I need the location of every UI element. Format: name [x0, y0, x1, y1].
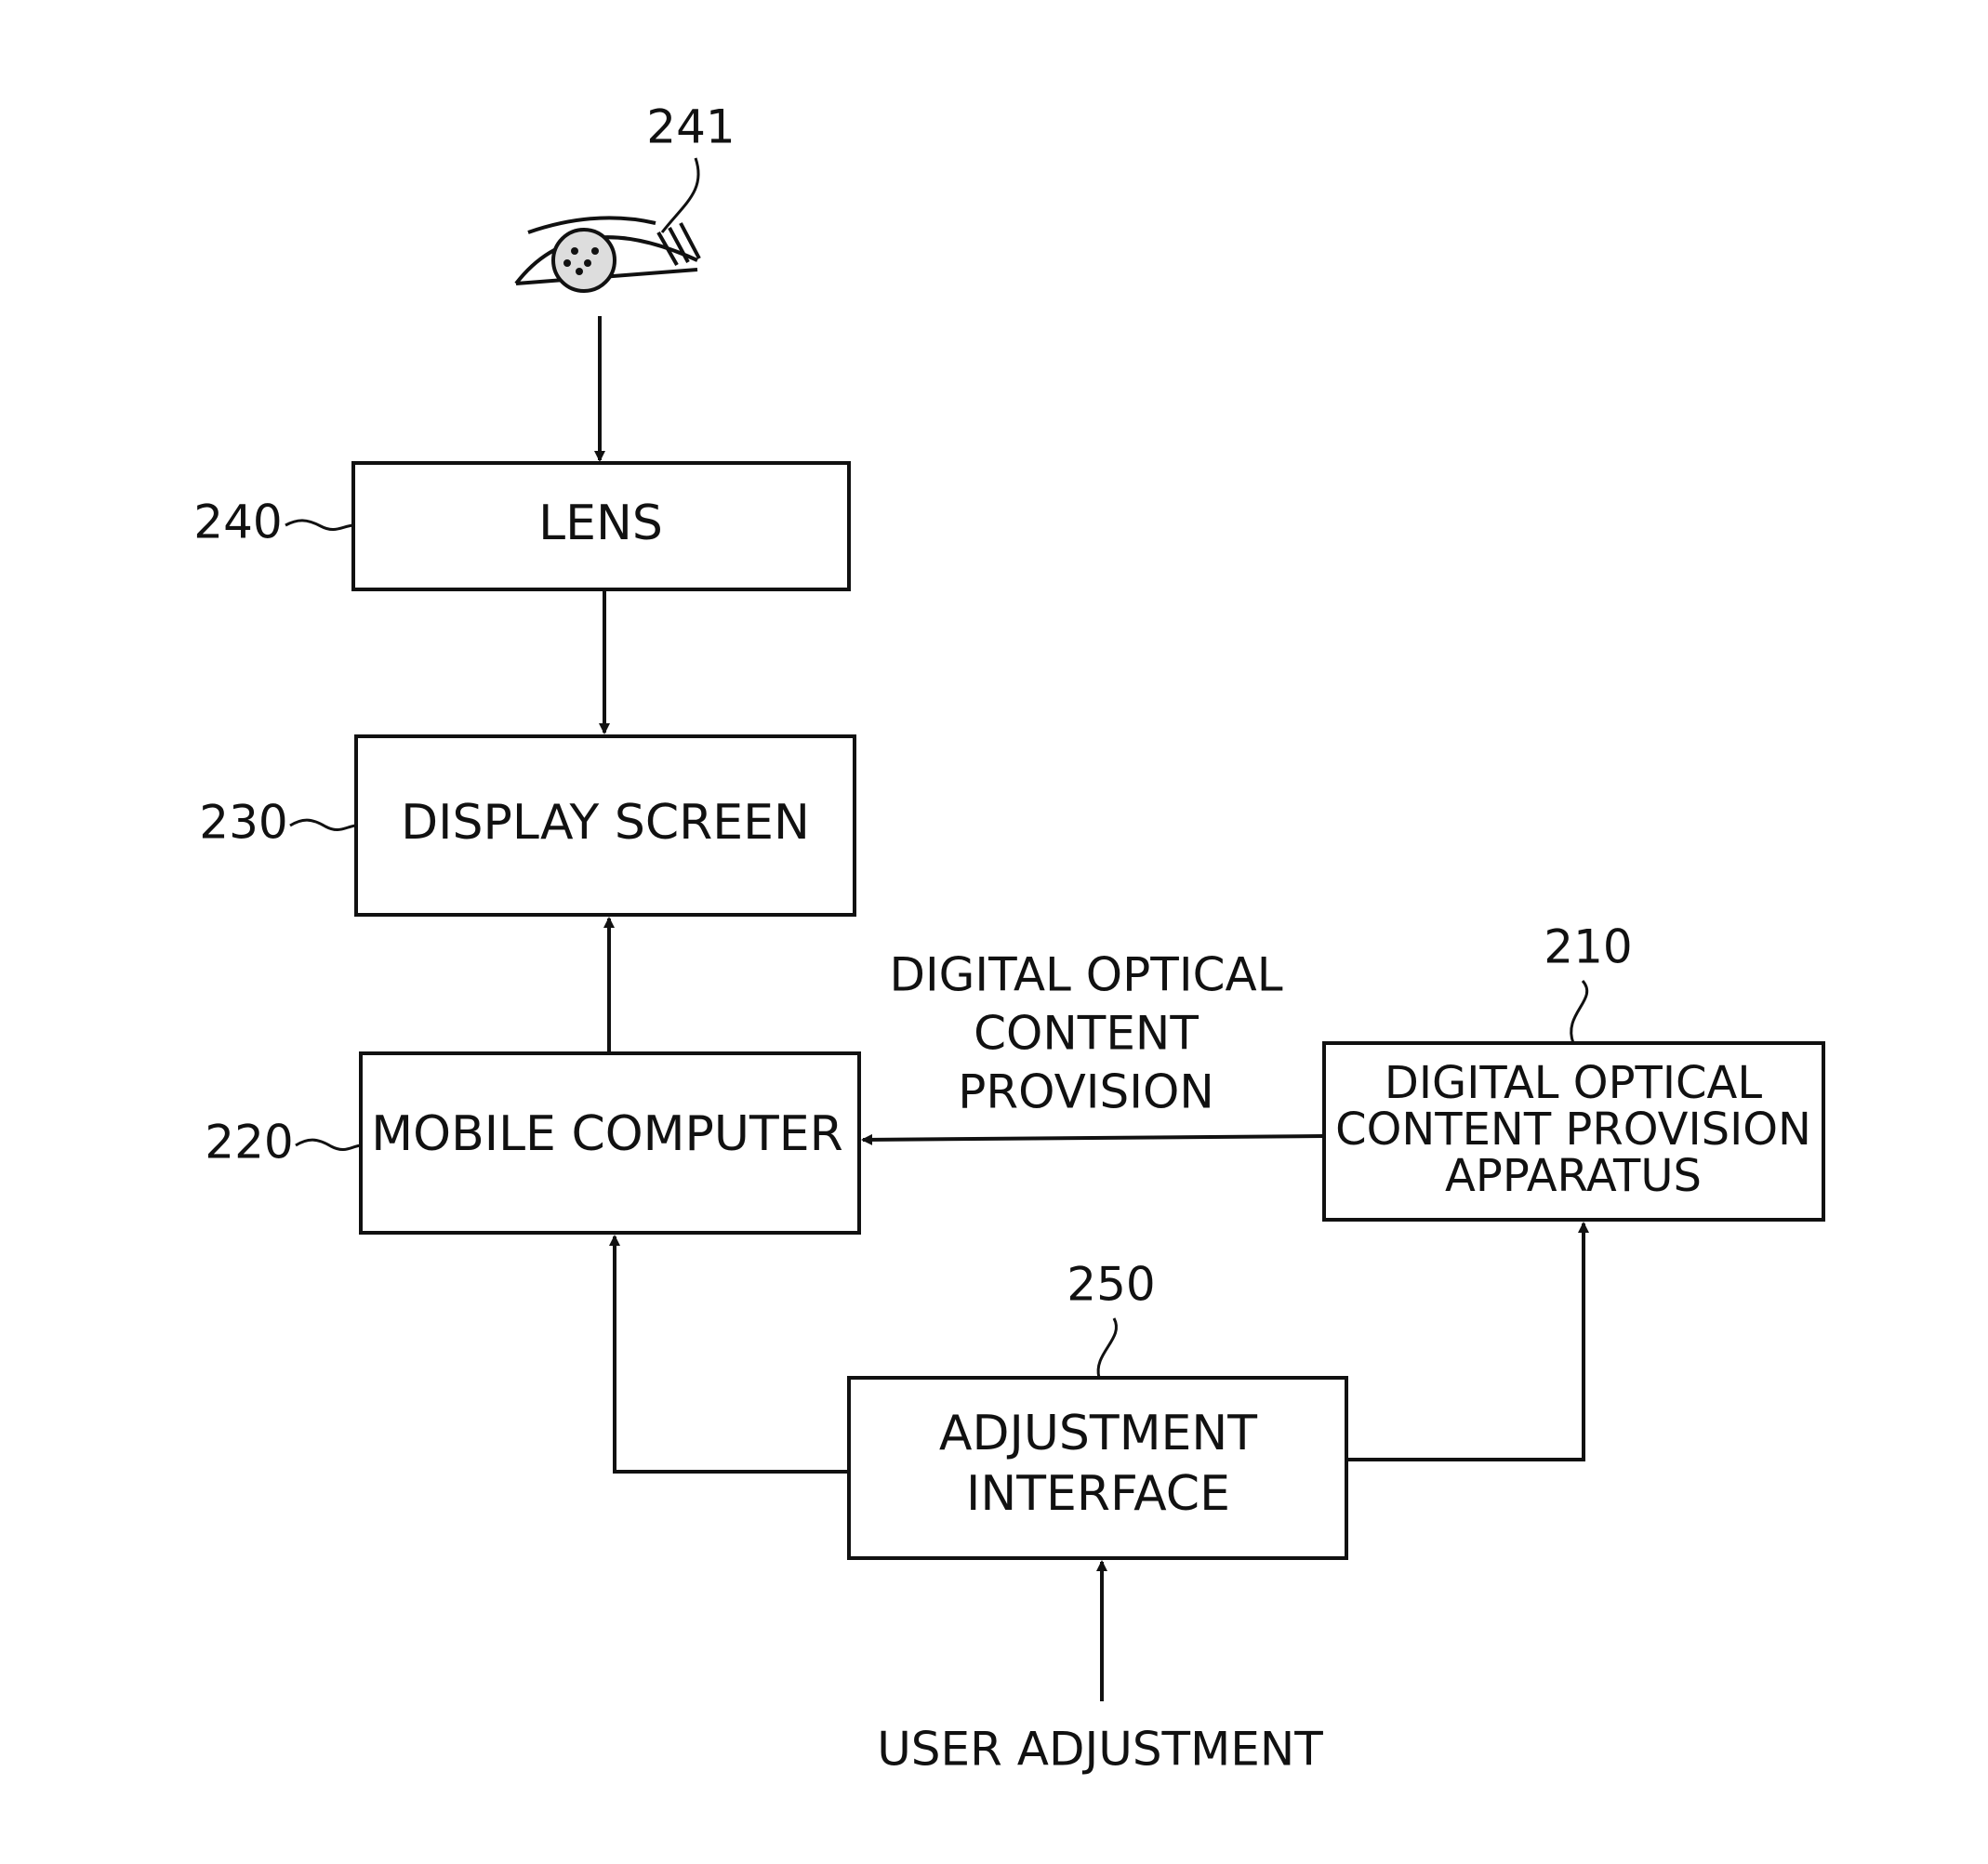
- lens-label: LENS: [538, 496, 663, 551]
- display-screen-label: DISPLAY SCREEN: [401, 795, 810, 851]
- ref-leader-220: [296, 1140, 361, 1149]
- ref-210: 210: [1544, 920, 1632, 974]
- arrow-adjustment-to-mobile: [615, 1236, 849, 1472]
- ref-240: 240: [193, 496, 282, 549]
- ref-leader-250: [1098, 1318, 1116, 1378]
- ref-leader-240: [285, 521, 353, 530]
- arrow-apparatus-to-mobile: [863, 1136, 1323, 1140]
- provision-apparatus-label-line-2: CONTENT PROVISION: [1335, 1104, 1811, 1156]
- ref-leader-230: [290, 820, 356, 829]
- arrow-adjustment-to-apparatus: [1346, 1223, 1584, 1460]
- adjustment-interface-label-line-1: ADJUSTMENT: [939, 1406, 1257, 1461]
- provision-apparatus-label-line-1: DIGITAL OPTICAL: [1385, 1057, 1762, 1109]
- ref-leader-210: [1571, 981, 1587, 1043]
- ref-241: 241: [646, 100, 735, 154]
- provision-flow-label-line-3: PROVISION: [958, 1065, 1214, 1119]
- ref-250: 250: [1067, 1258, 1155, 1312]
- provision-flow-label-line-1: DIGITAL OPTICAL: [889, 948, 1282, 1002]
- ref-230: 230: [199, 796, 287, 850]
- ref-leader-241: [662, 158, 698, 232]
- mobile-computer-label: MOBILE COMPUTER: [371, 1106, 842, 1162]
- adjustment-interface-label-line-2: INTERFACE: [966, 1466, 1230, 1522]
- provision-flow-label-line-2: CONTENT: [974, 1007, 1199, 1061]
- ref-220: 220: [205, 1116, 293, 1170]
- user-adjustment-label: USER ADJUSTMENT: [877, 1723, 1323, 1777]
- eye-icon: [516, 218, 699, 291]
- provision-apparatus-label-line-3: APPARATUS: [1445, 1150, 1702, 1202]
